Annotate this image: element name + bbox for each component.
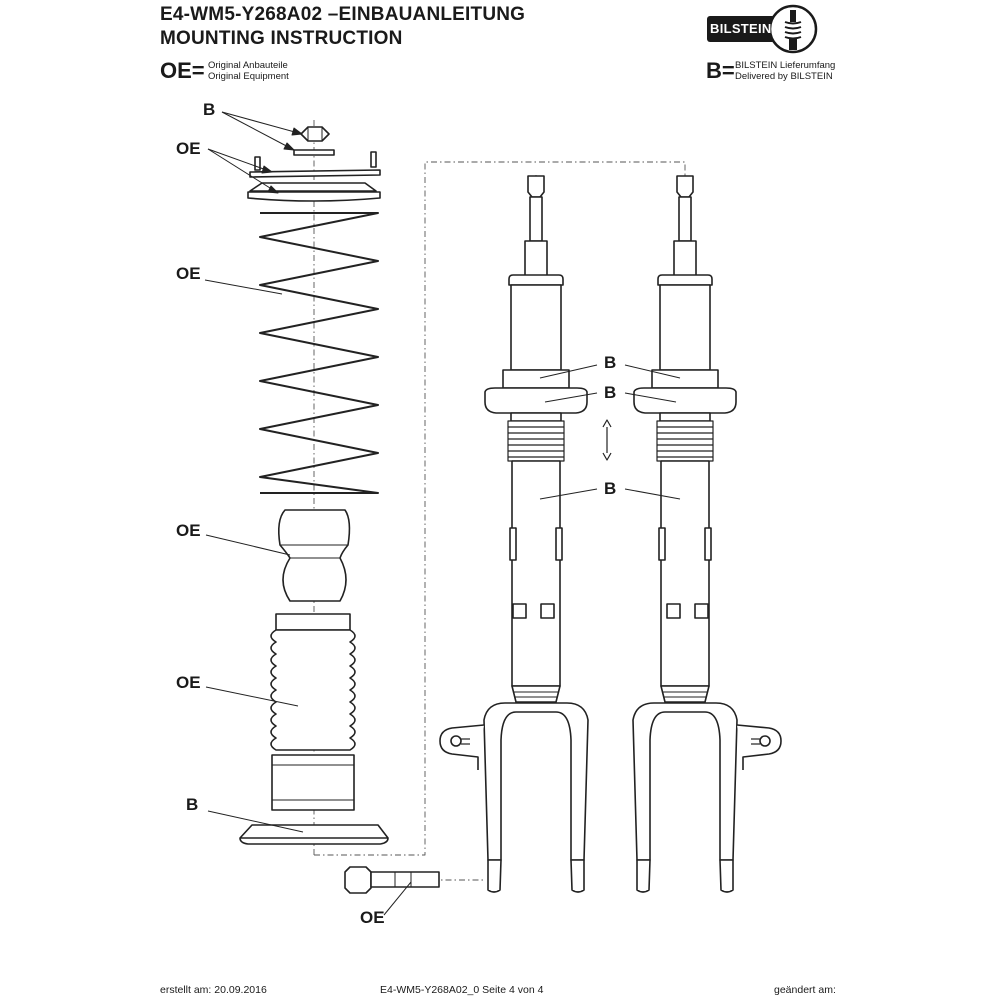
- legend-oe-line2: Original Equipment: [208, 71, 289, 82]
- coil-spring: [259, 212, 379, 494]
- top-mount: [247, 151, 381, 202]
- label-bump-stop: OE: [176, 521, 201, 540]
- top-nut: [293, 126, 335, 156]
- shock-absorber-left: [439, 175, 589, 893]
- leader-lines: [204, 111, 681, 916]
- footer-changed: geändert am:: [774, 984, 836, 996]
- footer-created: erstellt am: 20.09.2016: [160, 984, 267, 996]
- adjustment-arrow: [602, 419, 612, 461]
- bump-stop: [278, 509, 351, 602]
- shock-absorber-right: [632, 175, 782, 893]
- logo-text: BILSTEIN: [710, 21, 772, 36]
- label-top-mount: OE: [176, 139, 201, 158]
- bolt: [344, 866, 440, 894]
- legend-oe-line1: Original Anbauteile: [208, 60, 288, 71]
- label-dust-boot: OE: [176, 673, 201, 692]
- label-strut-body: B: [604, 479, 617, 498]
- label-bolt: OE: [360, 908, 385, 927]
- label-spring: OE: [176, 264, 201, 283]
- legend-oe-code: OE=: [160, 58, 205, 83]
- bilstein-logo: BILSTEIN: [707, 4, 819, 54]
- legend-b-code: B=: [706, 58, 735, 83]
- footer-page: E4-WM5-Y268A02_0 Seite 4 von 4: [380, 984, 544, 996]
- legend-b-line2: Delivered by BILSTEIN: [735, 71, 833, 82]
- legend-b-line1: BILSTEIN Lieferumfang: [735, 60, 836, 71]
- document-subtitle: MOUNTING INSTRUCTION: [160, 28, 403, 49]
- lower-spring-seat: [239, 824, 389, 845]
- document-title: E4-WM5-Y268A02 –EINBAUANLEITUNG: [160, 4, 526, 25]
- label-top-nut: B: [203, 100, 216, 119]
- label-upper-seat: B: [604, 353, 617, 372]
- label-lower-seat: B: [604, 383, 617, 402]
- dust-boot: [270, 613, 356, 811]
- label-spring-seat: B: [186, 795, 199, 814]
